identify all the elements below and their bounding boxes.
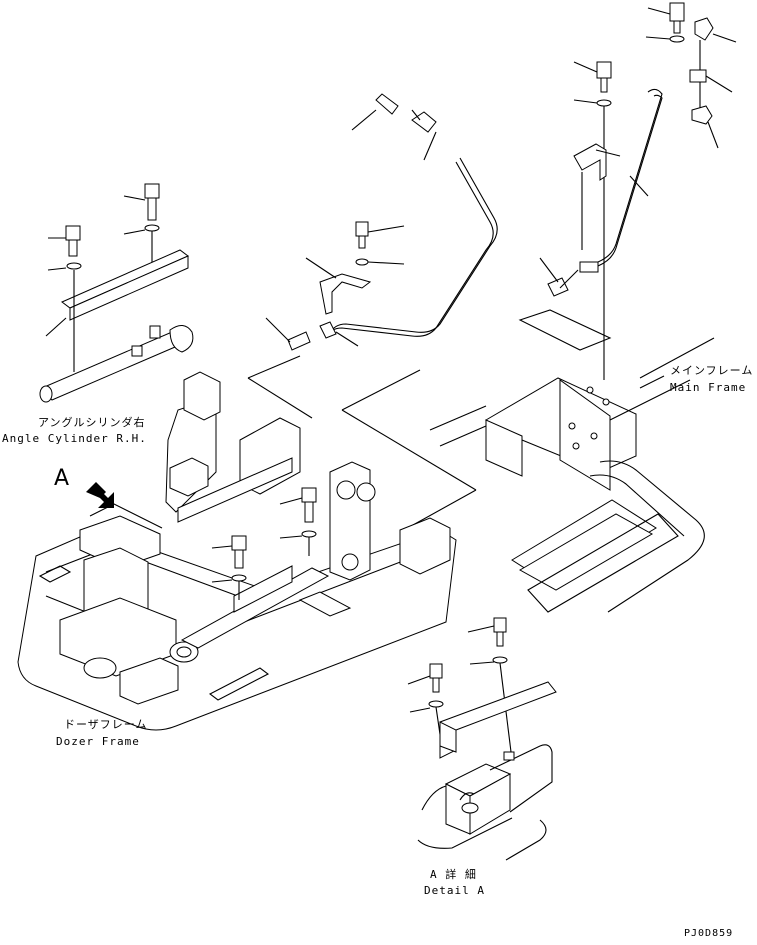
angle-cylinder-label-en: Angle Cylinder R.H. [2, 432, 147, 445]
main-frame-body [429, 309, 715, 613]
main-frame-label-jp: メインフレーム [670, 364, 754, 377]
detail-a-label-en: Detail A [424, 884, 485, 897]
dozer-frame-fasteners [211, 487, 317, 600]
drawing-code: PJ0D859 [684, 928, 734, 939]
center-tube [265, 93, 498, 351]
dozer-frame-body [17, 371, 457, 731]
dozer-frame-label-en: Dozer Frame [56, 735, 140, 748]
assembly-leaders [247, 355, 477, 531]
angle-cylinder-label-jp: アングルシリンダ右 [38, 416, 146, 429]
view-arrow [86, 482, 114, 508]
main-frame-tube [539, 88, 663, 297]
tube-bracket [305, 221, 405, 315]
detail-a-view [407, 617, 557, 861]
view-marker-a: A [54, 466, 70, 491]
dozer-frame-label-jp: ドーザフレーム [64, 718, 148, 731]
detail-a-label-jp: A 詳 細 [430, 868, 477, 881]
main-frame-label-en: Main Frame [670, 381, 747, 394]
angle-cylinder-assembly [39, 183, 194, 403]
top-right-hardware [645, 2, 737, 149]
main-frame-fasteners [573, 61, 621, 380]
